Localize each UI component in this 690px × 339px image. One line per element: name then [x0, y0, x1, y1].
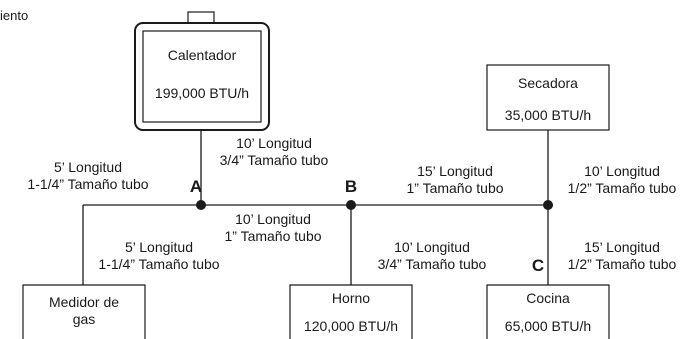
b-to-junction-size: 1” Tamaño tubo	[406, 180, 503, 196]
range-drop-length: 15’ Longitud	[584, 239, 660, 255]
horno-name: Horno	[332, 290, 370, 306]
cocina-box	[486, 284, 610, 339]
b-to-junction-length: 15’ Longitud	[417, 163, 493, 179]
left-top-length: 5’ Longitud	[54, 159, 122, 175]
secadora-name: Secadora	[518, 75, 578, 91]
oven-drop-length: 10’ Longitud	[394, 239, 470, 255]
dryer-branch-size: 1/2” Tamaño tubo	[568, 180, 677, 196]
heater-drop-size: 3/4” Tamaño tubo	[220, 152, 329, 168]
a-to-b-length: 10’ Longitud	[235, 211, 311, 227]
cropped-corner-text: iento	[0, 8, 28, 23]
node-b-dot	[346, 200, 356, 210]
meter-riser-length: 5’ Longitud	[125, 239, 193, 255]
segment-label-heater-drop: 10’ Longitud 3/4” Tamaño tubo	[220, 135, 329, 168]
secadora-appliance: Secadora 35,000 BTU/h	[486, 64, 610, 131]
dryer-branch-length: 10’ Longitud	[584, 163, 660, 179]
medidor-appliance: Medidor de gas	[22, 284, 146, 339]
segment-label-dryer-branch: 10’ Longitud 1/2” Tamaño tubo	[568, 163, 677, 196]
segment-label-a-to-b: 10’ Longitud 1” Tamaño tubo	[224, 211, 321, 244]
node-c-dot	[543, 200, 553, 210]
range-drop-size: 1/2” Tamaño tubo	[568, 256, 677, 272]
heater-inner-box	[142, 30, 262, 123]
node-c-label: C	[532, 256, 544, 275]
segment-label-meter-riser: 5’ Longitud 1-1/4” Tamaño tubo	[98, 239, 219, 272]
horno-rating: 120,000 BTU/h	[304, 318, 398, 334]
secadora-box	[486, 64, 610, 131]
segment-label-b-to-junction: 15’ Longitud 1” Tamaño tubo	[406, 163, 503, 196]
segment-label-oven-drop: 10’ Longitud 3/4” Tamaño tubo	[378, 239, 487, 272]
horno-appliance: Horno 120,000 BTU/h	[289, 284, 413, 339]
segment-label-range-drop: 15’ Longitud 1/2” Tamaño tubo	[568, 239, 677, 272]
horno-box	[289, 284, 413, 339]
calentador-rating: 199,000 BTU/h	[155, 85, 249, 101]
node-a-label: A	[190, 177, 202, 196]
medidor-name-line2: gas	[73, 311, 96, 327]
cocina-name: Cocina	[526, 290, 570, 306]
secadora-rating: 35,000 BTU/h	[505, 107, 591, 123]
medidor-name-line1: Medidor de	[49, 294, 119, 310]
calentador-name: Calentador	[168, 47, 237, 63]
cocina-appliance: Cocina 65,000 BTU/h	[486, 284, 610, 339]
calentador-appliance: Calentador 199,000 BTU/h	[134, 11, 270, 131]
meter-riser-size: 1-1/4” Tamaño tubo	[98, 256, 219, 272]
cocina-rating: 65,000 BTU/h	[505, 318, 591, 334]
medidor-box	[22, 284, 146, 339]
node-b-label: B	[345, 177, 357, 196]
left-top-size: 1-1/4” Tamaño tubo	[27, 176, 148, 192]
heater-vent-cap	[187, 11, 215, 24]
oven-drop-size: 3/4” Tamaño tubo	[378, 256, 487, 272]
segment-label-left-top: 5’ Longitud 1-1/4” Tamaño tubo	[27, 159, 148, 192]
node-a-dot	[196, 200, 206, 210]
a-to-b-size: 1” Tamaño tubo	[224, 228, 321, 244]
heater-drop-length: 10’ Longitud	[236, 135, 312, 151]
